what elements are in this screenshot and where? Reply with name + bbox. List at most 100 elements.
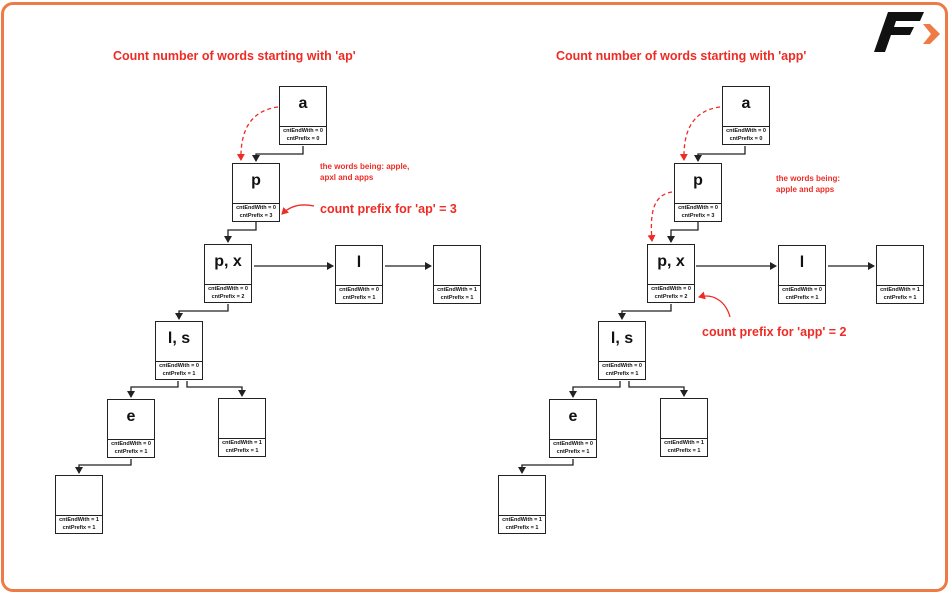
cnt-end-with: cntEndWith = 0 (339, 287, 379, 293)
cnt-end-with: cntEndWith = 0 (111, 441, 151, 447)
cnt-end-with: cntEndWith = 0 (782, 287, 822, 293)
cnt-end-with: cntEndWith = 1 (502, 517, 542, 523)
cnt-end-with: cntEndWith = 0 (726, 128, 766, 134)
node-label: l (799, 254, 805, 271)
cnt-prefix: cntPrefix = 1 (667, 447, 701, 454)
node-label: p, x (214, 253, 242, 270)
left-title: Count number of words starting with 'ap' (113, 49, 356, 63)
edge-p-px-r (667, 222, 699, 243)
cnt-prefix: cntPrefix = 1 (342, 294, 376, 301)
cnt-prefix: cntPrefix = 1 (505, 524, 539, 531)
cnt-end-with: cntEndWith = 1 (59, 517, 99, 523)
right-traverse-path-2 (647, 191, 673, 242)
cnt-prefix: cntPrefix = 1 (62, 524, 96, 531)
cnt-prefix: cntPrefix = 0 (286, 135, 320, 142)
right-callout: count prefix for 'app' = 2 (702, 325, 847, 339)
right-traverse-path-1 (679, 106, 721, 161)
cnt-end-with: cntEndWith = 0 (236, 205, 276, 211)
left-callout: count prefix for 'ap' = 3 (320, 202, 457, 216)
right-title: Count number of words starting with 'app… (556, 49, 807, 63)
node-label: p, x (657, 253, 685, 270)
cnt-end-with: cntEndWith = 0 (159, 363, 199, 369)
cnt-end-with: cntEndWith = 1 (664, 440, 704, 446)
cnt-end-with: cntEndWith = 0 (678, 205, 718, 211)
right-words-note-line2: apple and apps (776, 185, 835, 194)
edge-e-end-r (518, 459, 574, 474)
edge-ls-e (127, 381, 179, 398)
left-words-note: the words being: apple, apxl and apps (320, 161, 409, 183)
edge-e-end (75, 459, 132, 474)
edge-ls-s-r (628, 381, 688, 397)
cnt-end-with: cntEndWith = 1 (437, 287, 477, 293)
edge-px-ls-r (618, 304, 672, 320)
cnt-end-with: cntEndWith = 0 (651, 286, 691, 292)
cnt-prefix: cntPrefix = 2 (654, 293, 688, 300)
edge-a-p (252, 146, 304, 162)
cnt-end-with: cntEndWith = 0 (553, 441, 593, 447)
node-label: e (568, 408, 578, 425)
cnt-prefix: cntPrefix = 1 (440, 294, 474, 301)
node-label: a (741, 95, 751, 112)
cnt-prefix: cntPrefix = 1 (162, 370, 196, 377)
edge-ls-e-r (569, 381, 621, 398)
cnt-end-with: cntEndWith = 1 (880, 287, 920, 293)
node-label: l, s (610, 330, 634, 347)
left-words-note-line1: the words being: apple, (320, 162, 410, 171)
cnt-prefix: cntPrefix = 0 (729, 135, 763, 142)
cnt-prefix: cntPrefix = 2 (211, 293, 245, 300)
cnt-end-with: cntEndWith = 0 (283, 128, 323, 134)
cnt-prefix: cntPrefix = 1 (556, 448, 590, 455)
cnt-prefix: cntPrefix = 1 (225, 447, 259, 454)
right-callout-arrow (698, 291, 731, 318)
right-words-note: the words being: apple and apps (776, 173, 840, 195)
left-traverse-path-1 (236, 106, 279, 161)
edge-ls-s (186, 381, 246, 397)
cnt-end-with: cntEndWith = 1 (222, 440, 262, 446)
cnt-prefix: cntPrefix = 1 (883, 294, 917, 301)
edge-p-px (224, 222, 257, 243)
cnt-prefix: cntPrefix = 3 (681, 212, 715, 219)
node-label: p (693, 172, 703, 189)
left-words-note-line2: apxl and apps (320, 173, 374, 182)
cnt-end-with: cntEndWith = 0 (602, 363, 642, 369)
node-label: a (298, 95, 308, 112)
edge-px-ls (175, 304, 229, 320)
edge-a-p-r (694, 146, 746, 162)
node-label: l, s (167, 330, 191, 347)
cnt-prefix: cntPrefix = 1 (605, 370, 639, 377)
